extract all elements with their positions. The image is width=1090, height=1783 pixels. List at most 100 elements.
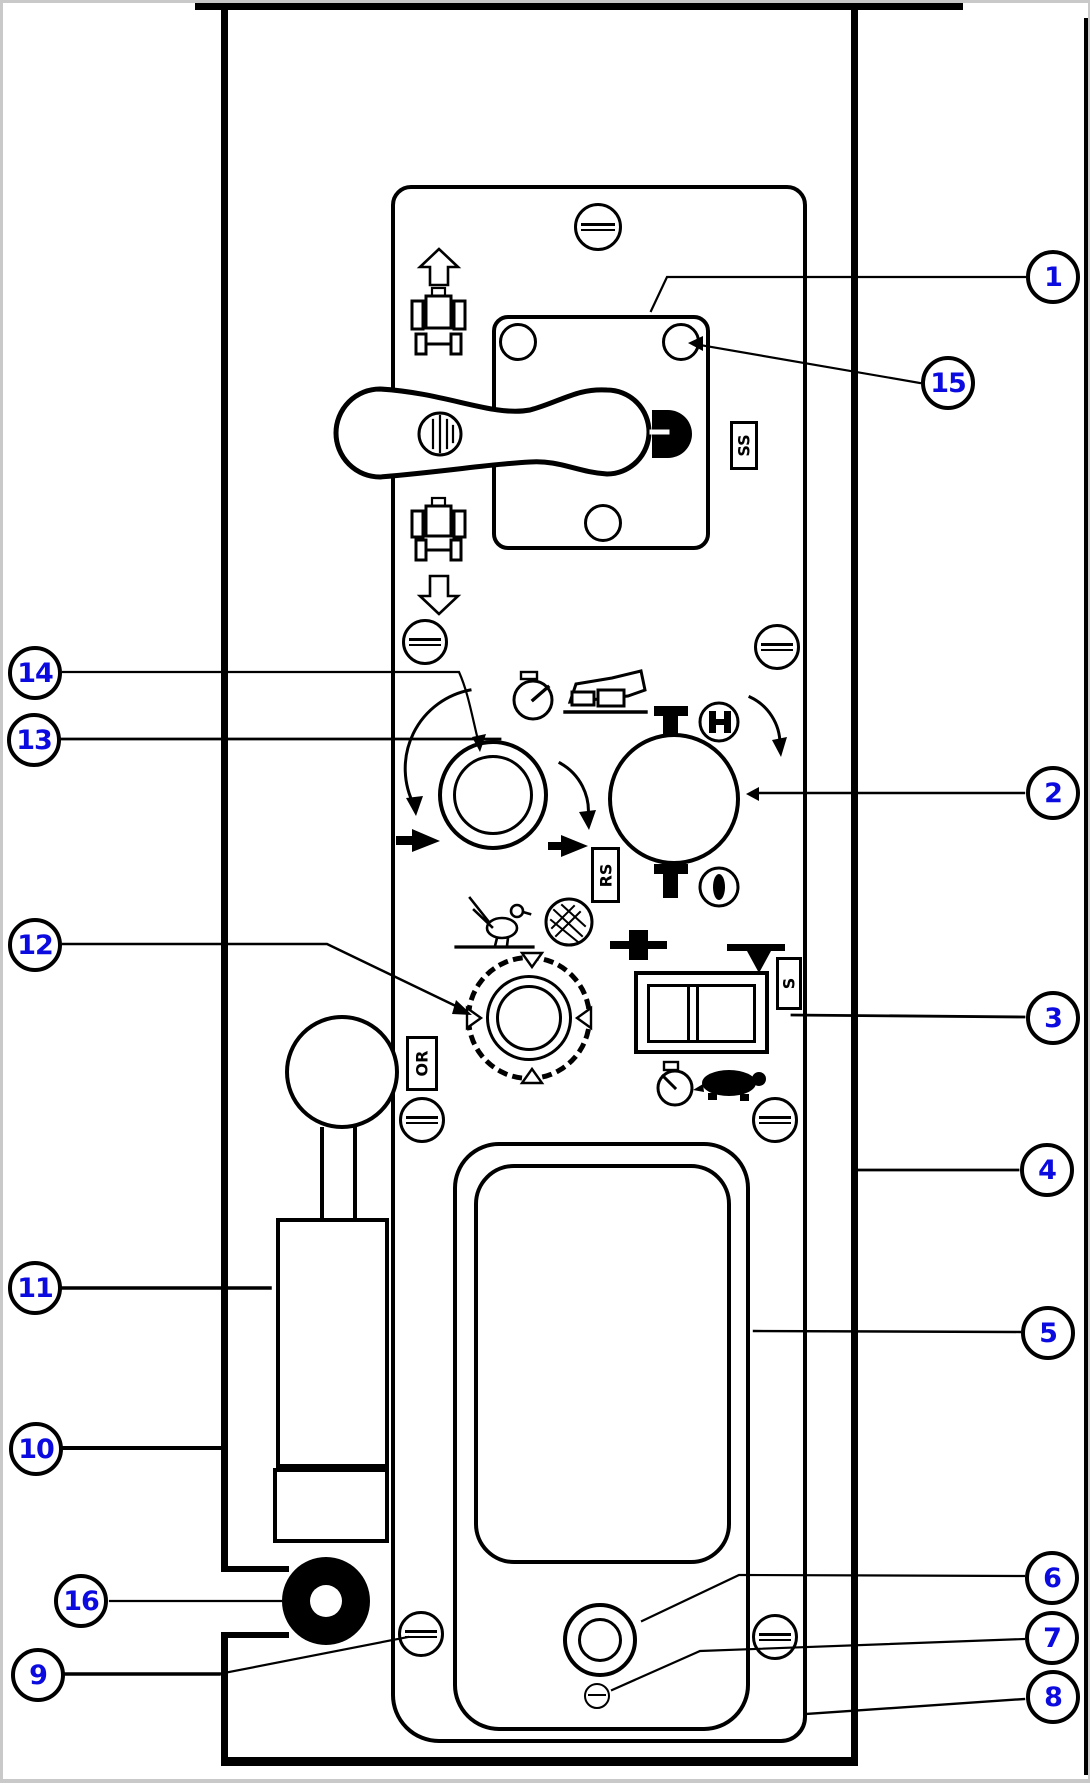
valve-drip-icon [727, 944, 785, 973]
console-notch-bottom [221, 1632, 289, 1638]
plus-icon [610, 930, 667, 960]
bracket-11-lower [273, 1468, 389, 1543]
console-right-edge [851, 3, 858, 1766]
console-left-edge-upper [221, 3, 228, 1571]
screw-lower-left [399, 1097, 445, 1143]
down-arrow-icon [416, 574, 462, 616]
screw-bottom-left [398, 1611, 444, 1657]
rotate-cw-arrow [548, 760, 596, 857]
leader-5 [752, 1329, 1022, 1334]
callout-11[interactable]: 11 [8, 1261, 62, 1315]
page-edge-right [1088, 0, 1090, 1783]
control-lever[interactable] [333, 386, 652, 480]
tractor-lower-icon [410, 496, 467, 562]
knob2-cw-arrow [748, 695, 787, 757]
page-edge-left [0, 0, 3, 1783]
frame-right-line [1084, 18, 1088, 1775]
leader-3 [790, 1013, 1026, 1019]
grommet-16-hole [310, 1585, 342, 1617]
callout-13[interactable]: 13 [7, 713, 61, 767]
grommet-6-inner [578, 1618, 622, 1662]
callout-16[interactable]: 16 [54, 1574, 108, 1628]
leader-12 [61, 942, 472, 1015]
leader-7 [610, 1637, 1026, 1692]
tag-or-text: OR [412, 1050, 432, 1077]
callout-16-number: 16 [63, 1585, 100, 1617]
callout-6-number: 6 [1043, 1562, 1062, 1594]
access-cover-plate [453, 1142, 750, 1731]
callout-12[interactable]: 12 [8, 918, 62, 972]
plate-hole-top-left [499, 323, 537, 361]
callout-9[interactable]: 9 [11, 1648, 65, 1702]
knurled-knob-12-inner [496, 985, 562, 1051]
callout-14-number: 14 [17, 657, 54, 689]
callout-11-number: 11 [17, 1272, 54, 1304]
callout-2-number: 2 [1044, 777, 1063, 809]
callout-4-number: 4 [1038, 1154, 1057, 1186]
leader-15 [688, 336, 922, 385]
screw-lower-right [752, 1097, 798, 1143]
callout-10-number: 10 [18, 1433, 55, 1465]
rotary-knob-2[interactable] [608, 733, 740, 865]
callout-12-number: 12 [17, 929, 54, 961]
latch-d-block [652, 410, 692, 458]
callout-8[interactable]: 8 [1026, 1670, 1080, 1724]
callout-1-number: 1 [1044, 261, 1063, 293]
rocker-switch-3[interactable] [647, 984, 756, 1043]
callout-5-number: 5 [1039, 1317, 1058, 1349]
power-high-icon [654, 701, 740, 743]
callout-10[interactable]: 10 [9, 1422, 63, 1476]
console-left-edge-lower [221, 1632, 228, 1765]
tag-s-text: S [779, 977, 799, 990]
callout-3-number: 3 [1044, 1002, 1063, 1034]
tag-s: S [776, 957, 802, 1010]
screw-top [574, 203, 622, 251]
control-panel-plate [391, 185, 807, 1743]
tag-ss: SS [730, 421, 758, 470]
callout-14[interactable]: 14 [8, 646, 62, 700]
callout-5[interactable]: 5 [1021, 1306, 1075, 1360]
gauge-icon [512, 670, 554, 721]
lever-hub-icon [417, 411, 463, 457]
rooster-icon [454, 896, 535, 949]
horn-icon [544, 897, 594, 947]
callout-7[interactable]: 7 [1025, 1611, 1079, 1665]
lever-stem-right [353, 1127, 357, 1220]
turtle-icon [693, 1070, 766, 1101]
callout-6[interactable]: 6 [1025, 1551, 1079, 1605]
callout-4[interactable]: 4 [1020, 1143, 1074, 1197]
lever-stem-left [320, 1127, 324, 1220]
callout-15-number: 15 [930, 367, 967, 399]
tag-ss-text: SS [734, 434, 754, 457]
leader-1 [649, 275, 1027, 313]
leader-9 [64, 1635, 410, 1676]
callout-7-number: 7 [1043, 1622, 1062, 1654]
power-off-icon [654, 864, 740, 908]
callout-9-number: 9 [29, 1659, 48, 1691]
console-notch-top [221, 1566, 289, 1572]
console-bottom-edge [221, 1757, 858, 1766]
ball-knob[interactable] [285, 1015, 399, 1129]
leader-2 [746, 787, 1026, 801]
tractor-raise-icon [410, 286, 467, 356]
callout-3[interactable]: 3 [1026, 991, 1080, 1045]
tag-or: OR [406, 1036, 438, 1091]
frame-top-line [195, 3, 963, 10]
bracket-11-upper [276, 1218, 389, 1468]
rocker-switch-divider-1 [687, 987, 690, 1040]
leader-6 [640, 1573, 1026, 1623]
dump-truck-icon [563, 669, 648, 714]
tag-rs-text: RS [596, 863, 615, 887]
screw-7-small [584, 1683, 610, 1709]
page-edge-bottom [0, 1779, 1090, 1783]
callout-1[interactable]: 1 [1026, 250, 1080, 304]
knob12-notches [465, 951, 593, 1085]
plate-hole-bottom [584, 504, 622, 542]
leader-8 [804, 1697, 1026, 1716]
dial-icon [656, 1060, 694, 1107]
callout-15[interactable]: 15 [921, 356, 975, 410]
up-arrow-icon [416, 247, 462, 287]
callout-2[interactable]: 2 [1026, 766, 1080, 820]
